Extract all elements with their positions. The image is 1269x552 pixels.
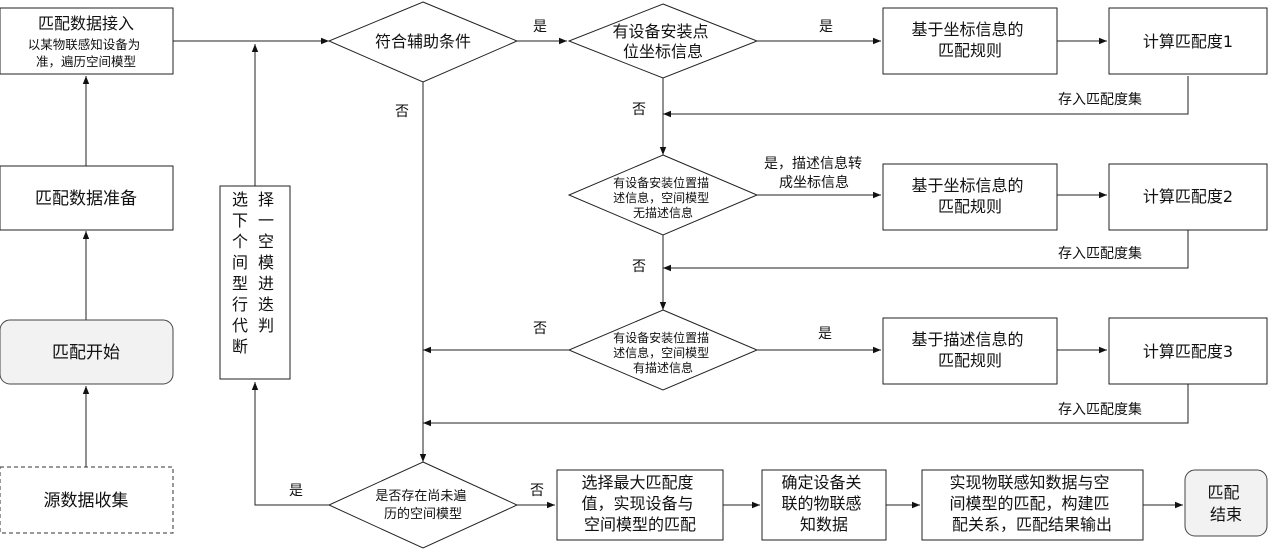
desc-no-model-diamond	[567, 154, 759, 236]
select-model-text: 选 择 下 一 个 空 间 模 型 进 行 迭 代 判 断	[232, 190, 274, 356]
match-end-label: 匹配 结束	[1207, 483, 1244, 524]
svg-text:断: 断	[232, 337, 248, 356]
rule-desc-3-box	[882, 317, 1058, 385]
build-relation-label: 实现物联感知数据与空 间模型的匹配，构建匹 配关系，匹配结果输出	[949, 473, 1114, 534]
svg-text:选: 选	[232, 190, 248, 209]
match-start-label: 匹配开始	[52, 343, 120, 363]
desc-with-model-diamond	[567, 309, 759, 391]
label-desc2-no: 否	[533, 321, 547, 337]
untraversed-diamond	[327, 461, 519, 549]
data-access-title: 匹配数据接入	[38, 14, 134, 33]
edges	[82, 37, 1189, 509]
svg-text:择: 择	[258, 190, 274, 209]
aux-condition-label: 符合辅助条件	[375, 32, 471, 51]
label-untraversed-no: 否	[530, 483, 544, 499]
data-access-note: 以某物联感知设备为 准，遍历空间模型	[28, 37, 145, 69]
data-prep-box	[0, 165, 174, 231]
rule-desc-3-label: 基于描述信息的 匹配规则	[911, 330, 1028, 370]
label-yes-convert-1: 是，描述信息转	[764, 155, 862, 172]
svg-text:判: 判	[258, 316, 274, 335]
confirm-iot-box	[761, 469, 887, 541]
edge-calc3-store	[423, 384, 1189, 427]
rule-coord-1-box	[882, 7, 1058, 75]
edge-labels: 是 是 否 否 否 否 是 是 否 存入匹配度集 存入匹配度集 存入匹配度集 是…	[289, 19, 1142, 499]
label-aux-no: 否	[395, 104, 409, 120]
select-model-box	[219, 185, 291, 380]
match-end-box	[1184, 469, 1268, 537]
select-max-box	[556, 469, 724, 541]
label-coord-yes: 是	[819, 19, 833, 35]
label-yes-convert-2: 成坐标信息	[779, 174, 849, 191]
label-store-2: 存入匹配度集	[1058, 245, 1142, 262]
aux-condition-diamond	[327, 1, 519, 83]
label-store-1: 存入匹配度集	[1058, 91, 1142, 108]
calc-3-label: 计算匹配度3	[1143, 342, 1233, 361]
rule-coord-2-box	[882, 163, 1058, 231]
calc-1-box	[1108, 7, 1268, 75]
has-coord-diamond	[567, 3, 759, 79]
edge-calc2-store	[663, 230, 1189, 272]
source-collect-label: 源数据收集	[44, 491, 129, 511]
svg-text:进: 进	[258, 274, 274, 293]
calc-2-box	[1108, 163, 1268, 231]
untraversed-label: 是否存在尚未遍 历的空间模型	[375, 488, 470, 522]
svg-text:模: 模	[258, 253, 274, 272]
confirm-iot-label: 确定设备关 联的物联感 知数据	[781, 473, 866, 534]
data-access-box	[0, 7, 174, 75]
edge-calc1-store	[663, 76, 1189, 118]
svg-text:间: 间	[232, 253, 248, 272]
calc-2-label: 计算匹配度2	[1143, 187, 1233, 206]
rule-coord-1-label: 基于坐标信息的 匹配规则	[911, 20, 1028, 60]
svg-text:代: 代	[232, 316, 248, 335]
svg-text:一: 一	[258, 211, 274, 230]
label-coord-no: 否	[632, 102, 646, 118]
svg-text:行: 行	[232, 295, 248, 314]
has-coord-label: 有设备安装点 位坐标信息	[612, 22, 713, 61]
edge-untraversed-yes	[251, 382, 329, 506]
build-relation-box	[921, 469, 1144, 541]
calc-1-label: 计算匹配度1	[1143, 32, 1233, 51]
label-store-3: 存入匹配度集	[1058, 401, 1142, 418]
source-collect-box	[0, 466, 174, 534]
desc-no-model-label: 有设备安装位置描 述信息，空间模型 无描述信息	[613, 175, 713, 220]
label-desc1-no: 否	[632, 259, 646, 275]
label-untraversed-yes: 是	[289, 483, 303, 499]
rule-coord-2-label: 基于坐标信息的 匹配规则	[911, 176, 1028, 216]
svg-text:迭: 迭	[258, 295, 274, 314]
select-max-label: 选择最大匹配度 值，实现设备与 空间模型的匹配	[581, 473, 698, 534]
desc-with-model-label: 有设备安装位置描 述信息，空间模型 有描述信息	[613, 330, 713, 375]
calc-3-box	[1108, 317, 1268, 385]
data-prep-label: 匹配数据准备	[35, 189, 137, 209]
svg-text:空: 空	[258, 232, 274, 251]
label-aux-yes: 是	[533, 19, 547, 35]
match-start-box	[0, 319, 174, 385]
label-desc2-yes: 是	[818, 326, 832, 342]
svg-text:下: 下	[232, 211, 248, 230]
svg-text:型: 型	[232, 274, 248, 293]
svg-text:个: 个	[232, 232, 248, 251]
